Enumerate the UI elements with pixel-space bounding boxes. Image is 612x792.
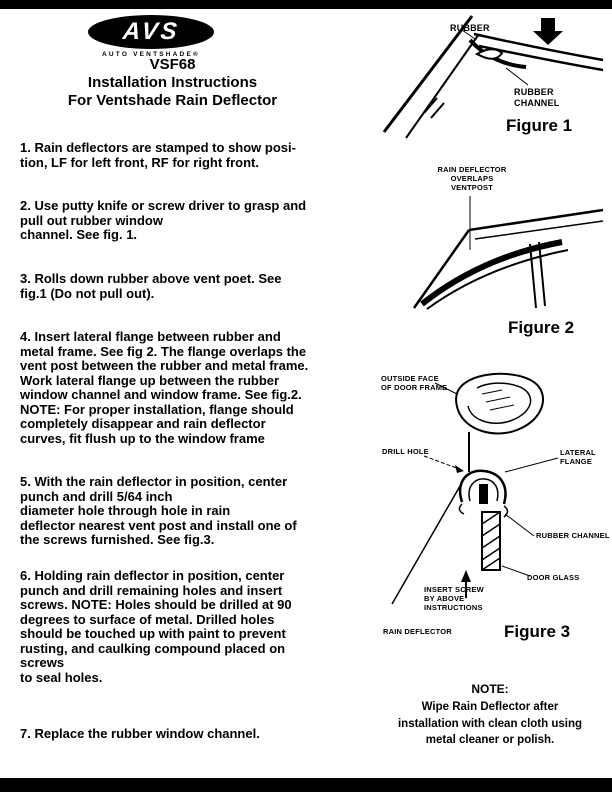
title-line-installation: Installation Instructions bbox=[87, 74, 258, 91]
figure-2-label-overlap: RAIN DEFLECTOR OVERLAPS VENTPOST bbox=[437, 165, 507, 192]
drill-pointer-arrowhead bbox=[455, 465, 464, 473]
figure-3-label-drill-hole: DRILL HOLE bbox=[382, 447, 429, 456]
figure-3-linework bbox=[391, 372, 559, 605]
care-note: NOTE: Wipe Rain Deflector after installa… bbox=[375, 682, 605, 749]
figure-3-label-insert-screw: INSERT SCREW BY ABOVE INSTRUCTIONS bbox=[424, 585, 484, 612]
instruction-step-1: 1. Rain deflectors are stamped to show p… bbox=[20, 140, 296, 170]
instruction-step-2: 2. Use putty knife or screw driver to gr… bbox=[20, 198, 307, 242]
screw-core-shape bbox=[479, 484, 488, 504]
instruction-step-5: 5. With the rain deflector in position, … bbox=[20, 474, 297, 547]
figure-2-art bbox=[412, 196, 604, 310]
avs-logo-oval: AVS bbox=[88, 15, 214, 49]
figure-3-label-outside-face: OUTSIDE FACE OF DOOR FRAME bbox=[381, 374, 448, 392]
figure-1-caption: Figure 1 bbox=[506, 116, 573, 135]
instruction-step-4: 4. Insert lateral flange between rubber … bbox=[20, 329, 309, 446]
care-note-title: NOTE: bbox=[471, 682, 509, 696]
document-title: VSF68 Installation Instructions For Vent… bbox=[0, 56, 345, 110]
figure-3-caption: Figure 3 bbox=[504, 622, 571, 641]
title-line-product: For Ventshade Rain Deflector bbox=[67, 92, 278, 109]
up-arrow-icon bbox=[461, 570, 471, 582]
scan-artifact-bottom-bar bbox=[0, 778, 612, 792]
instruction-step-7: 7. Replace the rubber window channel. bbox=[20, 726, 260, 741]
figure-3-label-lateral-flange: LATERAL FLANGE bbox=[560, 448, 596, 466]
figure-3-label-rain-deflector: RAIN DEFLECTOR bbox=[383, 627, 452, 636]
figure-1-label-rubber: RUBBER bbox=[450, 23, 490, 33]
avs-logo: AVS AUTO VENTSHADE® bbox=[88, 15, 214, 58]
figure-2-linework bbox=[412, 196, 604, 310]
figure-3-label-rubber-channel: RUBBER CHANNEL bbox=[536, 531, 610, 540]
figure-1-linework bbox=[382, 15, 604, 139]
figure-1-label-rubber-channel: RUBBER CHANNEL bbox=[514, 87, 560, 108]
figure-3-art bbox=[391, 372, 559, 605]
instruction-step-6: 6. Holding rain deflector in position, c… bbox=[20, 568, 292, 685]
avs-logo-subtext: AUTO VENTSHADE® bbox=[102, 51, 200, 58]
figure-3-label-door-glass: DOOR GLASS bbox=[527, 573, 580, 582]
instruction-step-3: 3. Rolls down rubber above vent poet. Se… bbox=[20, 271, 282, 301]
figure-1-art bbox=[382, 15, 604, 139]
down-arrow-icon bbox=[533, 18, 563, 45]
scan-artifact-top-bar bbox=[0, 0, 612, 9]
model-number: VSF68 bbox=[149, 56, 196, 73]
care-note-body: Wipe Rain Deflector after installation w… bbox=[397, 701, 583, 746]
figure-2-caption: Figure 2 bbox=[508, 318, 575, 337]
avs-logo-text: AVS bbox=[121, 18, 181, 45]
